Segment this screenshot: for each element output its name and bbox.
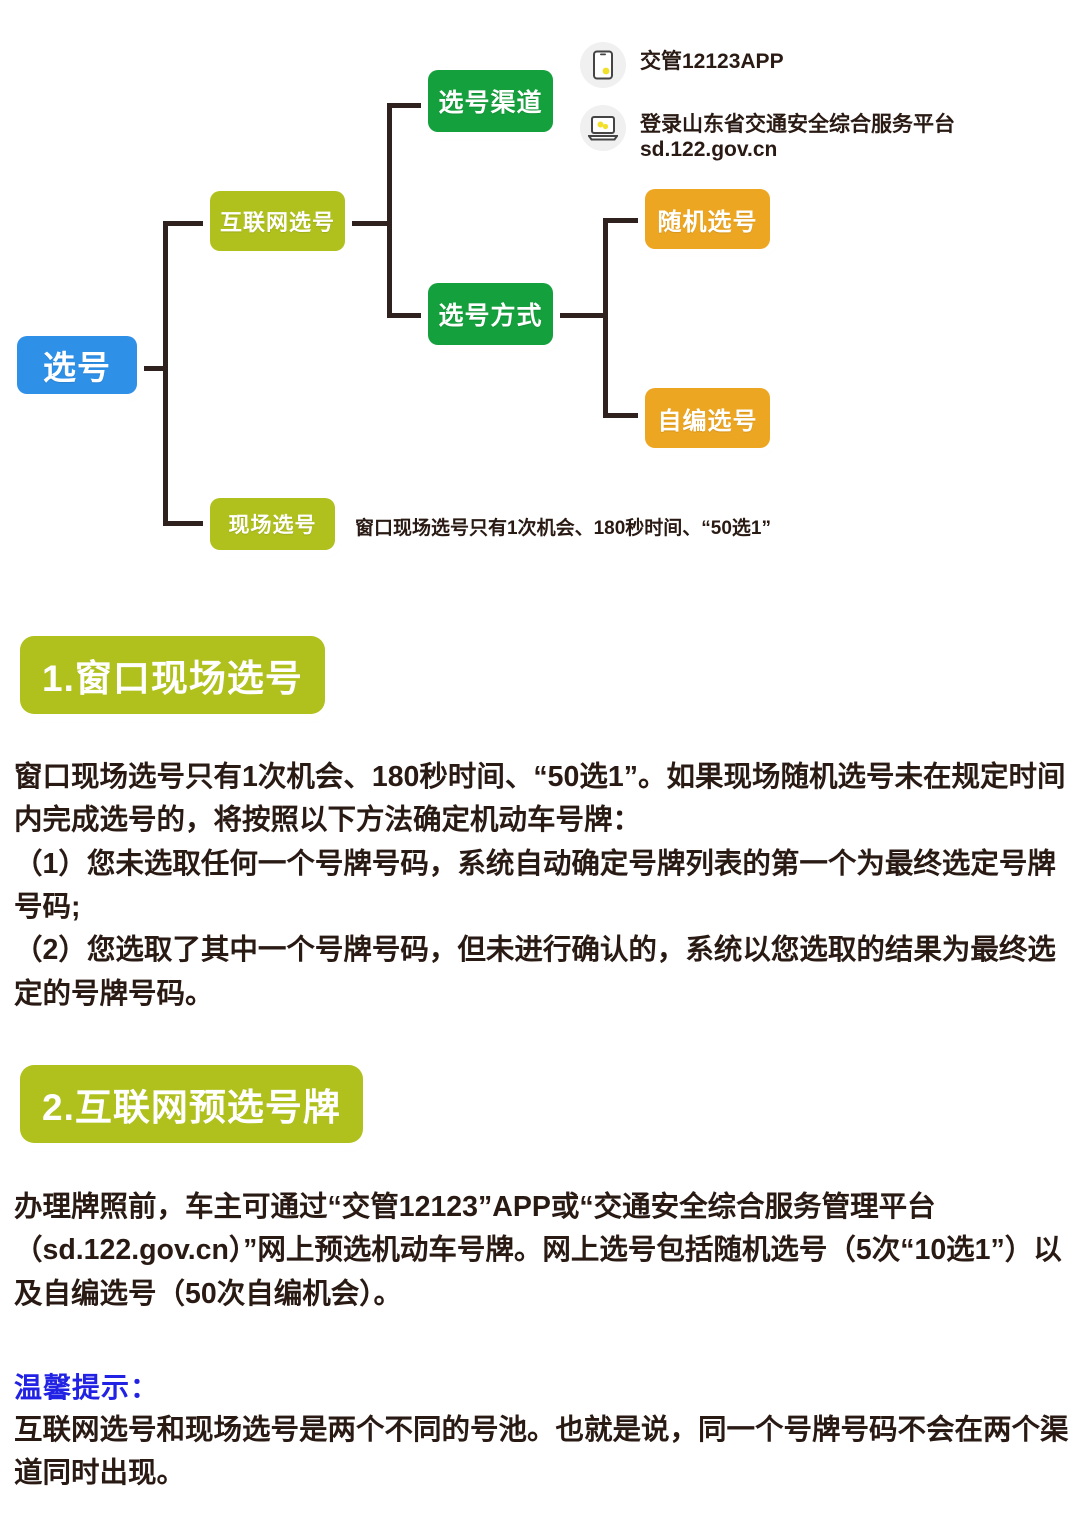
flow-node-internet[interactable]: 互联网选号: [210, 191, 345, 251]
connector-method-stub: [556, 313, 606, 318]
flow-node-channel[interactable]: 选号渠道: [428, 70, 553, 132]
connector-to-method: [387, 313, 432, 318]
connector-internet-stub: [345, 221, 391, 226]
section-heading-1: 1.窗口现场选号: [20, 636, 325, 714]
connector-to-onsite: [163, 521, 213, 526]
channel-label-web-url: sd.122.gov.cn: [640, 137, 778, 161]
laptop-icon: [580, 105, 626, 151]
channel-label-app: 交管12123APP: [640, 50, 784, 73]
connector-to-channel: [387, 103, 432, 108]
connector-internet-spine: [387, 103, 392, 318]
section-1-paragraph-2: （1）您未选取任何一个号牌号码，系统自动确定号牌列表的第一个为最终选定号牌号码;: [14, 847, 1056, 923]
flow-node-root[interactable]: 选号: [17, 336, 137, 394]
section-1-paragraph-1: 窗口现场选号只有1次机会、180秒时间、“50选1”。如果现场随机选号未在规定时…: [14, 761, 1066, 837]
phone-icon: [580, 42, 626, 88]
section-heading-2-label: 2.互联网预选号牌: [42, 1087, 341, 1128]
tip-heading: 温馨提示：: [14, 1372, 160, 1403]
section-heading-2: 2.互联网预选号牌: [20, 1065, 363, 1143]
channel-item-app: 交管12123APP: [580, 42, 784, 88]
connector-root-spine: [163, 221, 168, 526]
connector-root-stub: [137, 366, 167, 371]
connector-to-internet: [163, 221, 213, 226]
flow-node-random[interactable]: 随机选号: [645, 189, 770, 249]
channel-label-web: 登录山东省交通安全综合服务平台 sd.122.gov.cn: [640, 105, 955, 163]
channel-label-web-main: 登录山东省交通安全综合服务平台: [640, 113, 955, 136]
section-heading-1-label: 1.窗口现场选号: [42, 658, 303, 699]
onsite-note: 窗口现场选号只有1次机会、180秒时间、“50选1”: [355, 518, 771, 539]
flow-node-onsite[interactable]: 现场选号: [210, 498, 335, 550]
section-1-paragraph-3: （2）您选取了其中一个号牌号码，但未进行确认的，系统以您选取的结果为最终选定的号…: [14, 934, 1056, 1010]
connector-method-spine: [603, 218, 608, 418]
tip-body: 互联网选号和现场选号是两个不同的号池。也就是说，同一个号牌号码不会在两个渠道同时…: [14, 1409, 1070, 1496]
flow-node-custom[interactable]: 自编选号: [645, 388, 770, 448]
section-body-1: 窗口现场选号只有1次机会、180秒时间、“50选1”。如果现场随机选号未在规定时…: [14, 756, 1070, 1016]
tip-body-paragraph: 互联网选号和现场选号是两个不同的号池。也就是说，同一个号牌号码不会在两个渠道同时…: [14, 1414, 1069, 1490]
section-2-paragraph-1: 办理牌照前，车主可通过“交管12123”APP或“交通安全综合服务管理平台（sd…: [14, 1191, 1062, 1310]
flow-node-method[interactable]: 选号方式: [428, 283, 553, 345]
connector-to-random: [603, 218, 648, 223]
connector-to-custom: [603, 413, 648, 418]
flowchart: 选号 互联网选号 现场选号 选号渠道 选号方式 随机选号 自编选号 交管1212…: [0, 0, 1080, 580]
channel-item-web: 登录山东省交通安全综合服务平台 sd.122.gov.cn: [580, 105, 955, 163]
section-body-2: 办理牌照前，车主可通过“交管12123”APP或“交通安全综合服务管理平台（sd…: [14, 1186, 1070, 1316]
